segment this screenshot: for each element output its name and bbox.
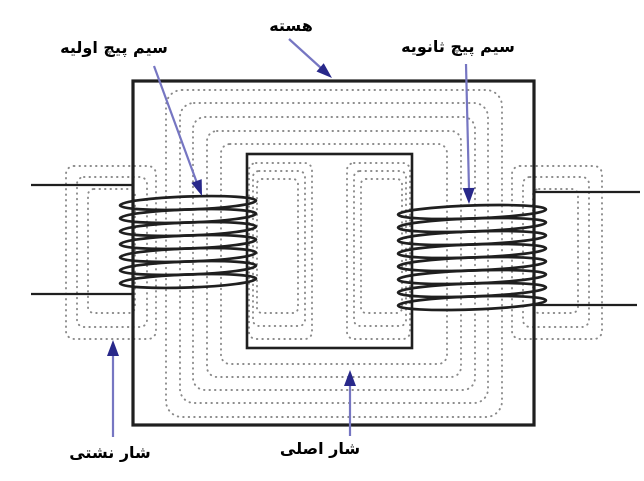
terminal-wires (31, 183, 640, 307)
core-arrow-head (316, 63, 332, 78)
annotation-arrows (107, 38, 475, 437)
window-flux-loops-left (248, 162, 313, 340)
primary-winding-arrow-shaft (152, 65, 199, 184)
window-flux-loop (252, 170, 306, 327)
leakage-flux-loop (532, 188, 579, 314)
main-flux-arrow-head (344, 370, 356, 386)
window-flux-loop (353, 170, 407, 327)
arrow-shafts (111, 38, 471, 437)
leakage-flux-loops-right (511, 165, 603, 340)
leakage-flux-label: شار نشتی (69, 443, 151, 462)
primary-winding-label: سیم پیچ اولیه (60, 38, 168, 57)
secondary-winding-arrow-head (462, 187, 475, 204)
window-flux-loops-right (346, 162, 411, 340)
main-flux-loop (165, 89, 503, 418)
leakage-flux-loop (522, 176, 590, 328)
arrow-heads (107, 63, 475, 386)
main-flux-loop (179, 102, 489, 404)
secondary-winding-label: سیم پیچ ثانویه (401, 37, 515, 56)
window-flux-loop (256, 178, 299, 314)
core-arrow-shaft (288, 38, 322, 69)
core-label: هسته (269, 16, 313, 35)
window-flux-loop (346, 162, 411, 340)
main-flux-loops (165, 89, 503, 418)
main-flux-loop (192, 116, 476, 391)
leakage-flux-loops-left (65, 165, 157, 340)
leakage-flux-loop (511, 165, 603, 340)
coil-turn (118, 272, 258, 290)
coil-turn (396, 294, 548, 312)
primary-winding-arrow-head (191, 179, 202, 196)
leakage-flux-loop (76, 176, 148, 328)
flux-lines (65, 89, 603, 418)
primary-coil (118, 194, 258, 290)
leakage-flux-loop (65, 165, 157, 340)
main-flux-loop (220, 143, 448, 365)
leakage-flux-arrow-head (107, 340, 119, 356)
core-window (245, 152, 414, 350)
main-flux-loop (206, 130, 462, 378)
secondary-winding-arrow-shaft (464, 63, 471, 190)
secondary-coil (396, 203, 548, 312)
leakage-flux-loop (87, 188, 136, 314)
window-flux-loop (360, 178, 403, 314)
main-flux-label: شار اصلی (279, 439, 361, 458)
